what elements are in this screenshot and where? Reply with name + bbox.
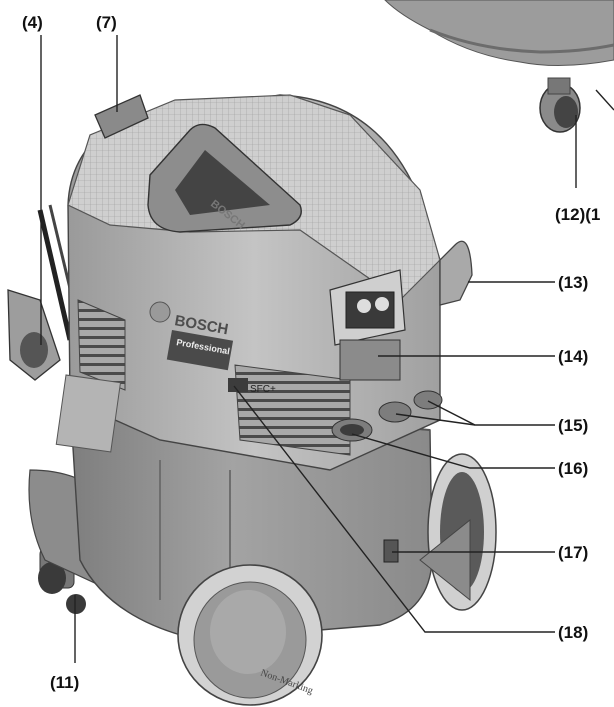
front-wheel: Non-Marking	[177, 564, 323, 706]
hose-connection	[339, 339, 401, 381]
callout-4: (4)	[22, 13, 43, 32]
callout-15: (15)	[558, 416, 588, 435]
front-vent-grille	[234, 364, 351, 456]
callout-17: (17)	[558, 543, 588, 562]
callout-16: (16)	[558, 459, 588, 478]
rear-side-panel	[55, 374, 122, 453]
container-latch	[383, 539, 399, 563]
callout-7: (7)	[96, 13, 117, 32]
callout-11: (11)	[50, 673, 79, 692]
tool-holder	[439, 240, 473, 306]
right-wheel	[419, 453, 497, 611]
callout-13: (13)	[558, 273, 588, 292]
callout-14: (14)	[558, 347, 588, 366]
side-vent-grille	[77, 299, 126, 391]
carry-handle: BOSCH	[147, 123, 302, 233]
sfc-switch: SFC+	[228, 378, 276, 395]
sfc-switch-label: SFC+	[250, 384, 276, 395]
hose-bracket	[7, 204, 82, 381]
top-latch	[94, 94, 149, 139]
side-latch-plate	[329, 269, 406, 346]
inset-machine-base	[384, 0, 614, 133]
callout-12: (12)(1	[555, 205, 600, 224]
leader-lines	[40, 35, 614, 663]
callout-18: (18)	[558, 623, 588, 642]
